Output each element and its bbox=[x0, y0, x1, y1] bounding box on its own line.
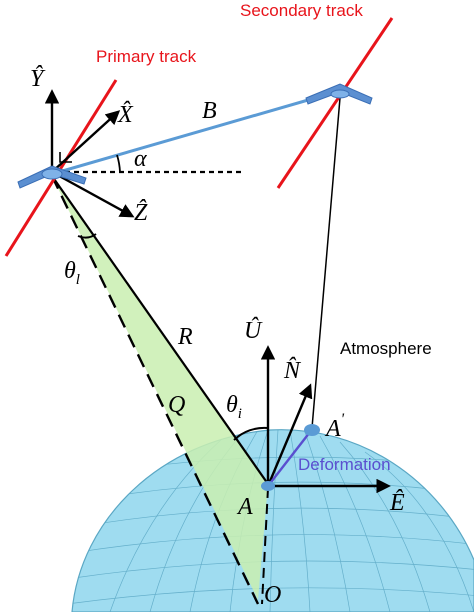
axis-n-arrow bbox=[266, 383, 313, 487]
theta-l-label: θl bbox=[64, 258, 80, 288]
point-a-label: A bbox=[236, 494, 253, 520]
primary-track bbox=[4, 79, 118, 257]
q-label: Q bbox=[168, 392, 185, 418]
axis-y-label: Ŷ bbox=[30, 66, 46, 92]
secondary-range-line bbox=[311, 97, 341, 429]
axis-x-label: X̂ bbox=[117, 101, 134, 128]
alpha-label: α bbox=[134, 146, 147, 172]
baseline-label: B bbox=[202, 98, 217, 124]
atmosphere-label: Atmosphere bbox=[340, 339, 432, 358]
baseline-line bbox=[51, 94, 323, 176]
secondary-track-label: Secondary track bbox=[240, 1, 363, 20]
axis-z-arrow bbox=[51, 170, 135, 218]
axis-e-label: Ê bbox=[389, 490, 405, 516]
axis-n-label: N̂ bbox=[283, 357, 302, 384]
axis-u-label: Û bbox=[244, 317, 263, 344]
primary-frame-mark bbox=[59, 152, 72, 163]
point-a-prime-mark: ' bbox=[341, 411, 345, 428]
alpha-angle-arc bbox=[116, 154, 121, 173]
axis-z-label: Ẑ bbox=[134, 200, 148, 226]
radar-beam-wedge bbox=[52, 176, 268, 600]
theta-l-arc bbox=[77, 233, 97, 239]
theta-l-symbol: θ bbox=[64, 258, 76, 284]
deformation-vector bbox=[267, 431, 311, 487]
theta-l-subscript: l bbox=[76, 272, 80, 288]
point-a-prime-label: A' bbox=[324, 411, 345, 442]
secondary-satellite bbox=[305, 83, 373, 105]
primary-satellite bbox=[17, 165, 87, 189]
local-vertical-dashed bbox=[261, 487, 269, 605]
range-label: R bbox=[177, 324, 193, 350]
theta-i-subscript: i bbox=[238, 406, 242, 422]
point-a-prime-letter: A bbox=[324, 416, 341, 442]
deformation-label: Deformation bbox=[298, 455, 391, 474]
origin-label: O bbox=[264, 582, 281, 608]
range-line bbox=[51, 175, 269, 485]
theta-i-label: θi bbox=[226, 392, 242, 422]
primary-track-label: Primary track bbox=[96, 47, 197, 66]
point-a-marker bbox=[261, 481, 275, 491]
theta-i-symbol: θ bbox=[226, 392, 238, 418]
theta-i-arc bbox=[233, 426, 269, 441]
nadir-dashed-line bbox=[50, 175, 260, 605]
secondary-track bbox=[276, 17, 394, 189]
point-a-prime-marker bbox=[304, 424, 320, 436]
